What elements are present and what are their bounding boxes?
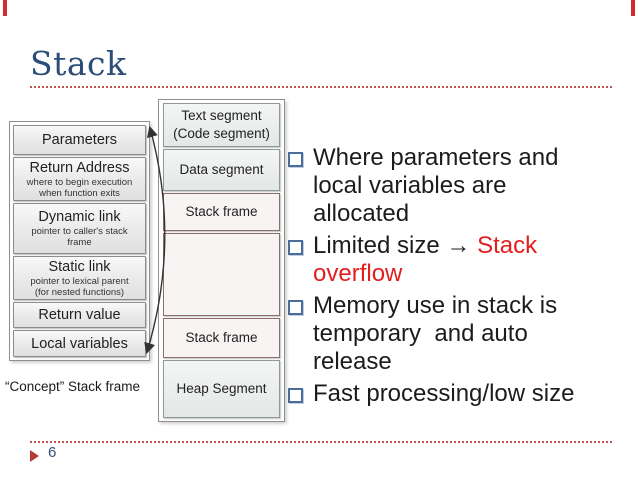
concept-row-title: Return value bbox=[38, 307, 121, 323]
bullet-text: Memory use in stack is temporary and aut… bbox=[313, 292, 605, 376]
concept-row-title: Local variables bbox=[31, 335, 128, 352]
corner-tick-right-icon bbox=[631, 0, 635, 16]
bullet-square-icon bbox=[288, 240, 303, 255]
bullet-text: Fast processing/low size bbox=[313, 380, 605, 408]
bullet-item: Fast processing/low size bbox=[288, 380, 618, 408]
bullet-item: Memory use in stack is temporary and aut… bbox=[288, 292, 618, 376]
bullet-square-icon bbox=[288, 300, 303, 315]
concept-row: Return value bbox=[13, 302, 146, 328]
memory-row: Stack frame bbox=[163, 318, 280, 358]
concept-row: Local variables bbox=[13, 330, 146, 357]
corner-tick-left-icon bbox=[3, 0, 7, 16]
page-marker-icon bbox=[30, 450, 39, 462]
bullet-list: Where parameters and local variables are… bbox=[288, 144, 618, 412]
concept-caption: “Concept” Stack frame bbox=[5, 379, 141, 394]
bullet-item: Limited size → Stack overflow bbox=[288, 232, 618, 288]
memory-row: Data segment bbox=[163, 149, 280, 191]
memory-row: Heap Segment bbox=[163, 360, 280, 418]
memory-row: Stack frame bbox=[163, 193, 280, 231]
bullet-text-segment: Where parameters and local variables are… bbox=[313, 144, 566, 227]
concept-row-title: Return Address bbox=[29, 159, 130, 176]
bullet-text-segment: Fast processing/low size bbox=[313, 380, 575, 407]
concept-row: Parameters bbox=[13, 125, 146, 155]
concept-row-title: Parameters bbox=[42, 132, 117, 148]
bullet-text: Limited size → Stack overflow bbox=[313, 232, 605, 288]
bullet-item: Where parameters and local variables are… bbox=[288, 144, 618, 228]
memory-row bbox=[163, 233, 280, 316]
footer-divider bbox=[30, 441, 612, 443]
bullet-text: Where parameters and local variables are… bbox=[313, 144, 605, 228]
page-title: Stack bbox=[30, 44, 127, 83]
concept-row-title: Static link bbox=[48, 258, 111, 275]
title-divider bbox=[30, 86, 612, 88]
bullet-text-red: Stack overflow bbox=[313, 232, 544, 287]
bullet-text-segment: Memory use in stack is temporary and aut… bbox=[313, 292, 564, 375]
concept-row-title: Dynamic link bbox=[38, 209, 121, 225]
page-number: 6 bbox=[48, 444, 57, 461]
bullet-square-icon bbox=[288, 388, 303, 403]
bullet-text-segment: Limited size → bbox=[313, 232, 478, 259]
bullet-square-icon bbox=[288, 152, 303, 167]
memory-row: Text segment(Code segment) bbox=[163, 103, 280, 147]
concept-row-subtext: pointer to lexical parent(for nested fun… bbox=[30, 275, 129, 298]
